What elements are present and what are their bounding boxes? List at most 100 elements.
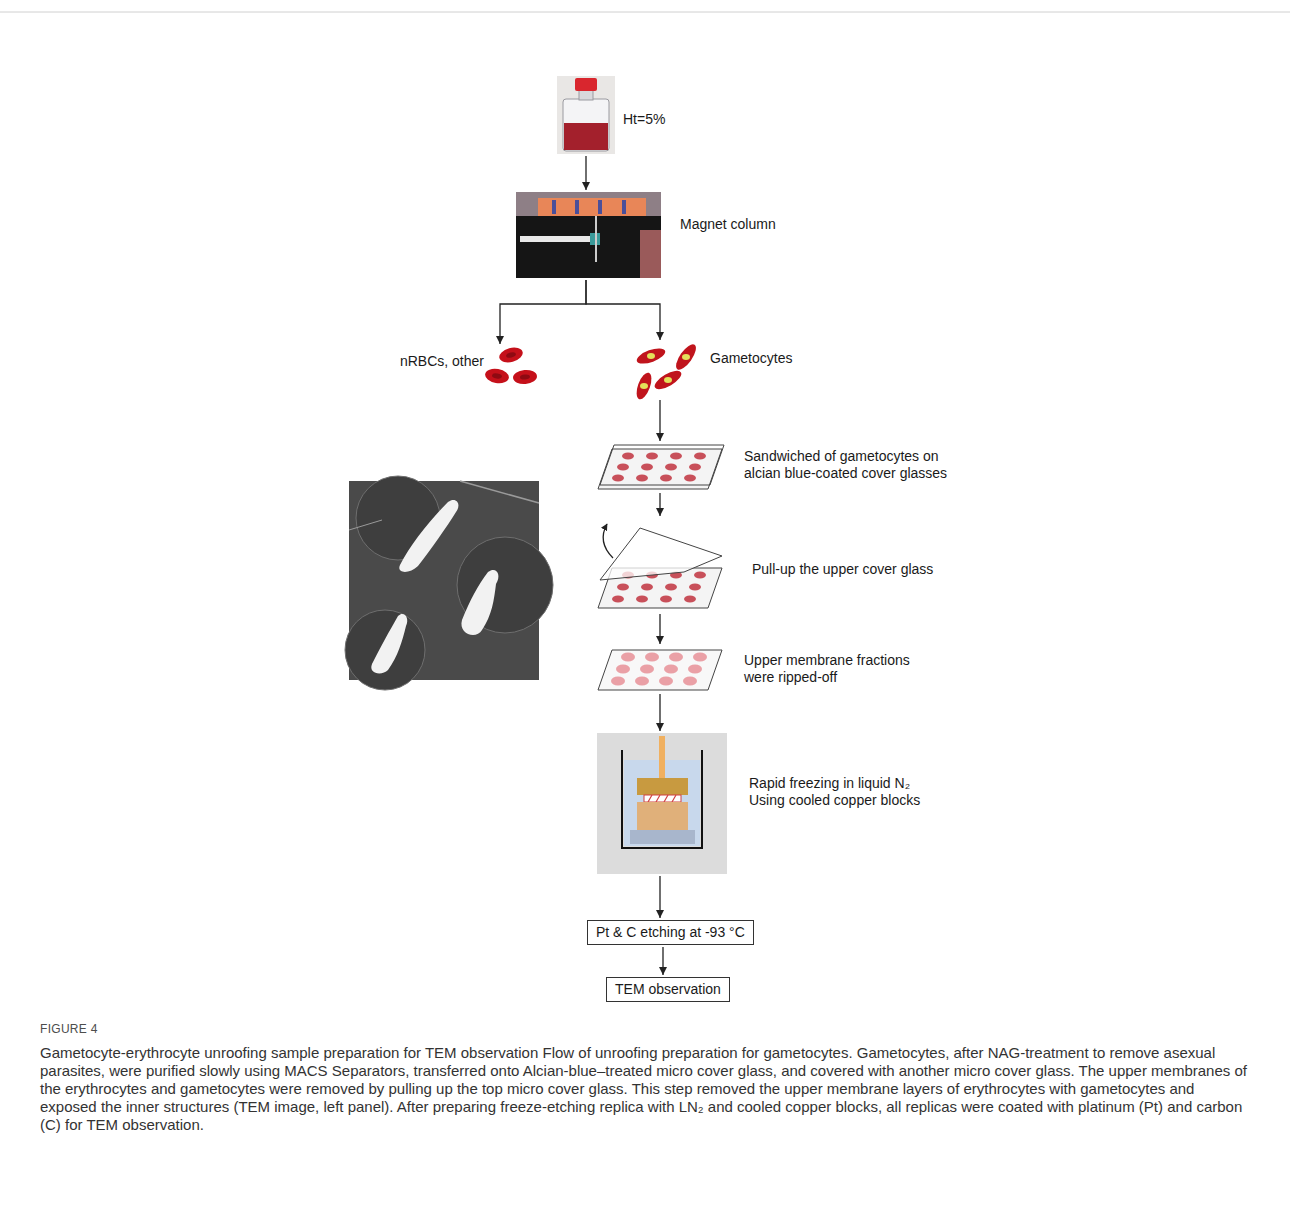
disk-outline	[345, 610, 425, 690]
box-label: TEM observation	[615, 981, 721, 998]
membrane	[659, 677, 673, 686]
membrane	[621, 653, 635, 662]
membrane	[640, 665, 654, 674]
gametocyte	[635, 345, 667, 367]
gametocyte	[652, 367, 684, 392]
freezing-apparatus	[597, 733, 727, 874]
normal-rbcs	[484, 345, 538, 385]
membrane	[683, 677, 697, 686]
cell	[617, 584, 629, 591]
process-box: Pt & C etching at -93 °C	[587, 920, 754, 945]
lifted-cover-glass	[600, 528, 722, 580]
cell	[660, 475, 672, 482]
blood-culture	[564, 123, 608, 150]
process-box: TEM observation	[606, 977, 730, 1002]
column-slot	[598, 200, 602, 214]
cover-glass	[598, 650, 722, 690]
step-label: Rapid freezing in liquid N₂ Using cooled…	[749, 775, 949, 809]
gametocyte-pigment	[664, 377, 672, 383]
gametocyte	[634, 371, 655, 401]
flow-arrow	[659, 614, 660, 644]
membrane	[688, 665, 702, 674]
flow-arrow	[659, 876, 660, 918]
flask-body	[563, 99, 609, 151]
cell	[636, 475, 648, 482]
cell	[694, 453, 706, 460]
step-label: Pull-up the upper cover glass	[752, 561, 933, 578]
flow-arrow	[659, 400, 660, 441]
rbc-center	[520, 374, 530, 380]
pull-up-cover-glass	[598, 524, 722, 608]
column-holder	[538, 198, 646, 216]
column-slot	[622, 200, 626, 214]
magnet-base	[516, 216, 661, 278]
cover-glass	[600, 445, 724, 485]
membrane	[669, 653, 683, 662]
rbc	[512, 369, 537, 385]
step-figure: Upper membrane fractions were ripped-off	[598, 646, 722, 692]
cell	[689, 584, 701, 591]
gametocyte-cells	[634, 341, 700, 401]
cell	[684, 596, 696, 603]
cell	[694, 572, 706, 579]
rbc-center	[506, 351, 517, 358]
flow-arrow	[586, 280, 660, 340]
step-label: Ht=5%	[623, 111, 665, 128]
step-label: Magnet column	[680, 216, 776, 233]
figure-caption: Gametocyte-erythrocyte unroofing sample …	[40, 1044, 1255, 1134]
flow-arrow	[659, 694, 660, 731]
membrane	[645, 653, 659, 662]
top-rule	[0, 12, 1290, 13]
cell	[641, 464, 653, 471]
cell	[665, 464, 677, 471]
photo-wall	[516, 192, 661, 216]
magnet-column-photo	[516, 192, 661, 278]
sample-hatch	[648, 795, 676, 802]
gametocyte-pigment	[640, 383, 648, 389]
cell	[689, 464, 701, 471]
sample	[644, 795, 681, 802]
culture-flask	[557, 76, 615, 154]
membrane	[635, 677, 649, 686]
unroofed-cell	[461, 570, 498, 635]
unroofed-cell	[399, 500, 458, 572]
step-figure: Rapid freezing in liquid N₂ Using cooled…	[597, 733, 727, 874]
step-figure: Magnet column	[516, 192, 661, 278]
step-figure: Pull-up the upper cover glass	[596, 518, 724, 612]
flow-arrow	[585, 156, 586, 190]
cell	[636, 596, 648, 603]
lift-arrow	[603, 524, 613, 558]
membrane-grid	[611, 653, 707, 686]
cell	[670, 453, 682, 460]
gametocyte-pigment	[647, 353, 655, 359]
sandwiched-cover-glasses	[598, 445, 724, 489]
unroofed-cover-glass	[598, 650, 722, 690]
flask-neck	[579, 90, 593, 100]
membrane	[693, 653, 707, 662]
rbc	[484, 367, 510, 385]
photo-ground	[516, 192, 661, 278]
cell-grid	[612, 453, 706, 482]
cell	[612, 596, 624, 603]
plunger-rod	[659, 736, 665, 780]
step-figure: nRBCs, other	[490, 346, 542, 388]
step-figure: Sandwiched of gametocytes on alcian blue…	[598, 443, 724, 491]
flask-cap	[575, 78, 597, 91]
copper-block	[637, 778, 688, 795]
cell	[665, 584, 677, 591]
figure-number: FIGURE 4	[40, 1022, 1255, 1037]
membrane	[616, 665, 630, 674]
step-label: Gametocytes	[710, 350, 792, 367]
photo-ground	[557, 76, 615, 154]
cell	[684, 475, 696, 482]
fiber	[349, 520, 382, 530]
flow-arrow	[659, 493, 660, 516]
step-figure: Ht=5%	[557, 76, 615, 154]
block-stand	[630, 830, 695, 844]
gametocyte	[672, 341, 699, 372]
fiber	[460, 481, 539, 503]
flow-arrow	[662, 947, 663, 975]
cell	[622, 453, 634, 460]
